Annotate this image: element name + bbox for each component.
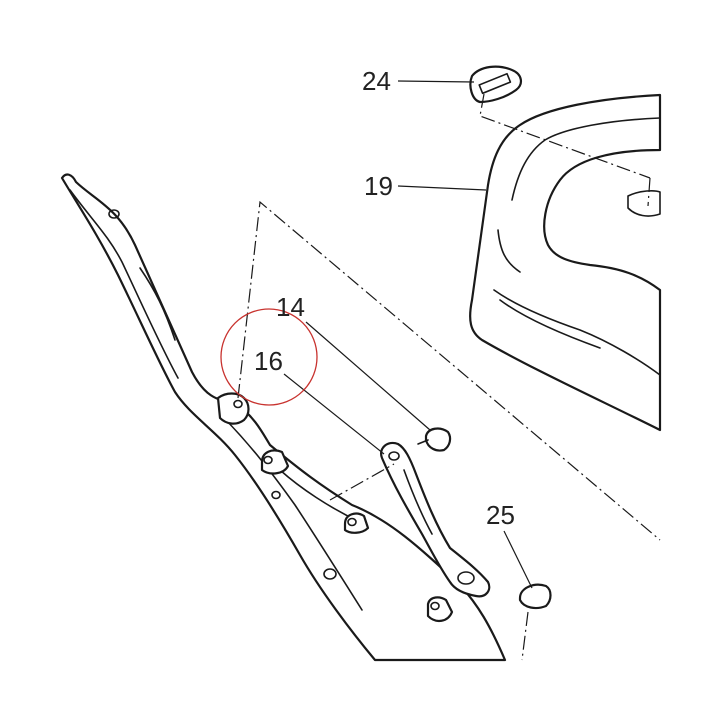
part-19-grab-handle[interactable] (469, 93, 662, 432)
leader-lines (283, 80, 533, 589)
callout-14[interactable]: 14 (276, 292, 305, 322)
callout-16[interactable]: 16 (254, 346, 283, 376)
part-24-badge[interactable] (469, 65, 522, 104)
assembly-guide-lines (237, 93, 661, 661)
callout-24[interactable]: 24 (362, 66, 391, 96)
leader-24 (397, 80, 475, 83)
leader-16 (283, 373, 385, 455)
leader-25 (503, 530, 533, 589)
callout-19[interactable]: 19 (364, 171, 393, 201)
mounting-bracket[interactable] (60, 173, 507, 662)
leader-19 (397, 185, 487, 191)
part-14-screw[interactable] (417, 427, 452, 452)
highlight-circle (220, 308, 318, 406)
callout-25[interactable]: 25 (486, 500, 515, 530)
part-16-link-arm[interactable] (380, 441, 491, 598)
leader-14 (305, 321, 431, 431)
part-25-plug-cap[interactable] (518, 583, 552, 610)
